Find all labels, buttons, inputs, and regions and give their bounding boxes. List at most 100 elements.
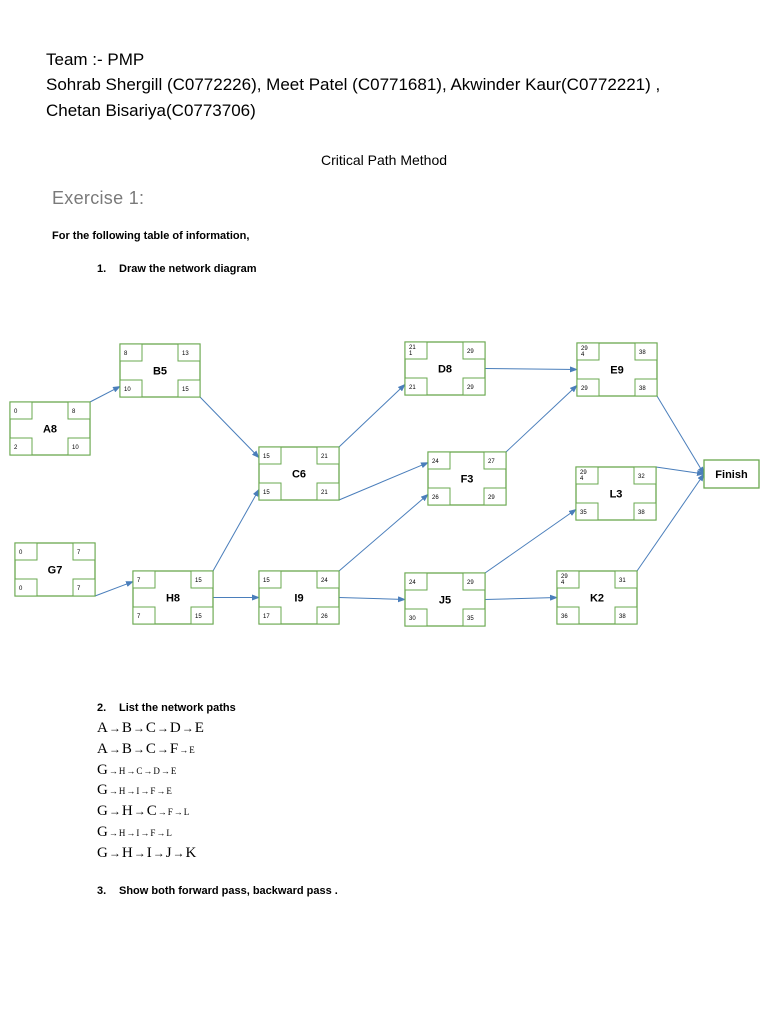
cell-value-lf: 7	[77, 586, 81, 592]
path-activity: I	[136, 827, 140, 838]
node-label: A8	[43, 424, 57, 436]
arrow-icon: →	[133, 804, 146, 819]
cell-ef	[483, 451, 507, 470]
arrow-icon: →	[160, 765, 170, 776]
cell-value-ls: 15	[263, 490, 270, 496]
path-activity: C	[145, 720, 156, 736]
edge-j-k	[484, 594, 558, 601]
arrow-icon: →	[172, 845, 185, 860]
intro-text: For the following table of information,	[52, 230, 250, 242]
cell-es	[404, 341, 428, 360]
edge-e-finish	[656, 395, 705, 475]
cell-value-ls: 36	[561, 614, 568, 620]
cell-value-es: 7	[137, 578, 141, 584]
arrow-icon: →	[126, 765, 136, 776]
cell-lf	[72, 578, 96, 597]
cell-ls	[119, 379, 143, 398]
step-number: 1.	[97, 263, 107, 275]
cell-lf	[177, 379, 201, 398]
step-text: Show both forward pass, backward pass .	[119, 885, 338, 897]
cell-value-lf: 15	[195, 614, 202, 620]
cell-es	[575, 466, 599, 485]
cell-es	[576, 342, 600, 361]
team-line: Team :- PMP	[46, 50, 145, 69]
path-item: G→H→I→F→L	[97, 822, 204, 843]
path-activity: L	[183, 807, 190, 818]
path-activity: I	[146, 844, 152, 861]
edge-j-l	[484, 508, 577, 574]
node-label: I9	[294, 593, 303, 605]
arrow-icon: →	[132, 741, 145, 756]
arrow-icon: →	[108, 741, 121, 756]
edge-g-h	[94, 581, 134, 597]
edge-c-f	[338, 462, 429, 501]
cell-value-ef: 38	[639, 350, 646, 356]
node-label: G7	[48, 565, 63, 577]
cell-lf	[190, 606, 214, 625]
cell-value-ef: 29	[467, 349, 474, 355]
path-activity: D	[169, 720, 181, 736]
document-title: Critical Path Method	[320, 152, 448, 168]
step-2: 2.List the network paths	[97, 702, 236, 714]
path-activity: B	[121, 740, 132, 757]
cell-ef	[462, 572, 486, 591]
path-activity: C	[136, 765, 143, 776]
cell-ls	[14, 578, 38, 597]
arrow-icon: →	[179, 744, 189, 755]
cell-value-lf: 26	[321, 614, 328, 620]
step-text: Draw the network diagram	[119, 263, 257, 275]
step-3: 3.Show both forward pass, backward pass …	[97, 885, 338, 897]
path-activity: K	[185, 844, 197, 861]
node-label: C6	[292, 469, 306, 481]
node-label: L3	[610, 489, 623, 501]
path-activity: B	[121, 720, 132, 736]
cell-value-lf: 38	[619, 614, 626, 620]
cell-lf	[462, 377, 486, 396]
node-label: D8	[438, 364, 452, 376]
arrow-icon: →	[126, 786, 136, 797]
cell-value-lf: 10	[72, 445, 79, 451]
path-activity: G	[97, 782, 108, 799]
cell-lf	[483, 487, 507, 506]
arrow-icon: →	[132, 721, 145, 735]
cell-value-es: 15	[263, 454, 270, 460]
cell-value-es: 0	[19, 550, 23, 556]
cell-value-es: 15	[263, 578, 270, 584]
path-activity: H	[118, 827, 126, 838]
path-activity: J	[165, 844, 172, 861]
cell-lf	[634, 378, 658, 397]
node-label: B5	[153, 366, 167, 378]
cell-value-lf: 15	[182, 387, 189, 393]
cell-value-ef: 31	[619, 578, 626, 584]
cell-ef	[67, 401, 91, 420]
arrow-icon: →	[156, 741, 169, 756]
edge-k-finish	[636, 473, 705, 572]
edge-d-e	[484, 366, 578, 373]
cell-value-lf: 29	[467, 385, 474, 391]
edge-h-c	[212, 488, 260, 572]
cell-ls	[258, 606, 282, 625]
path-item: G→H→I→J→K	[97, 843, 204, 864]
cell-value-ls: 35	[580, 510, 587, 516]
cell-ls	[575, 502, 599, 521]
members-line: Sohrab Shergill (C0772226), Meet Patel (…	[46, 75, 661, 94]
members-line-continued: Chetan Bisariya(C0773706)	[46, 101, 256, 120]
cell-value-es: 0	[14, 409, 18, 415]
cell-value-es: 24	[409, 580, 416, 586]
cell-lf	[614, 606, 638, 625]
cell-value-ls: 17	[263, 614, 270, 620]
cell-value-ls: 10	[124, 387, 131, 393]
path-activity: E	[194, 720, 204, 736]
edge-f-e	[505, 384, 578, 453]
cell-value-ef: 32	[638, 474, 645, 480]
cell-value-ls: 21	[409, 385, 416, 391]
